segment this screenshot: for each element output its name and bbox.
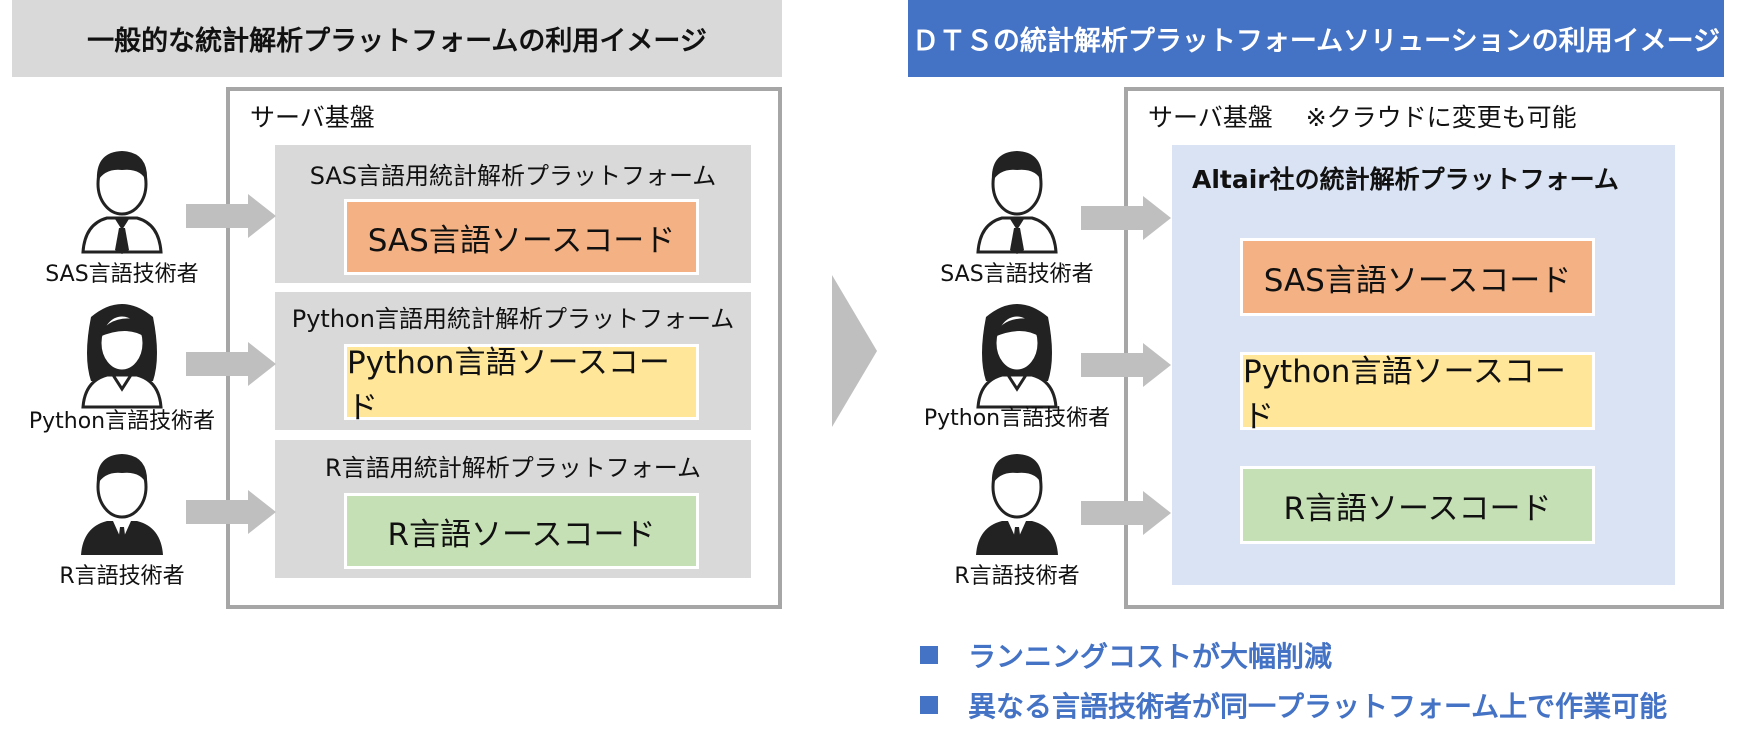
right-code-sas: SAS言語ソースコード <box>1240 238 1595 316</box>
benefit-text: 異なる言語技術者が同一プラットフォーム上で作業可能 <box>968 690 1668 723</box>
right-person-python-label: Python言語技術者 <box>923 406 1111 431</box>
benefit-item: 異なる言語技術者が同一プラットフォーム上で作業可能 <box>920 685 1667 725</box>
left-platform-sas-label: SAS言語用統計解析プラットフォーム <box>309 162 717 190</box>
arrow-right-icon <box>1081 196 1171 240</box>
left-platform-python-label: Python言語用統計解析プラットフォーム <box>291 305 735 333</box>
left-person-r-label: R言語技術者 <box>59 564 185 589</box>
left-code-r: R言語ソースコード <box>344 493 699 569</box>
right-server-label: サーバ基盤 ※クラウドに変更も可能 <box>1148 103 1577 132</box>
benefit-item: ランニングコストが大幅削減 <box>920 635 1332 675</box>
left-code-sas: SAS言語ソースコード <box>344 199 699 275</box>
arrow-right-icon <box>1081 491 1171 535</box>
right-code-r: R言語ソースコード <box>1240 466 1595 544</box>
benefit-text: ランニングコストが大幅削減 <box>968 640 1333 673</box>
arrow-right-icon <box>186 194 276 238</box>
male-engineer-icon <box>976 151 1058 254</box>
suited-engineer-icon <box>81 454 163 555</box>
left-person-sas-label: SAS言語技術者 <box>45 262 199 287</box>
male-engineer-icon <box>81 151 163 254</box>
left-code-python: Python言語ソースコード <box>344 344 699 426</box>
arrow-right-icon <box>1081 343 1171 387</box>
altair-platform-label: Altair社の統計解析プラットフォーム <box>1192 165 1619 194</box>
right-person-r-label: R言語技術者 <box>954 564 1080 589</box>
suited-engineer-icon <box>976 454 1058 555</box>
bullet-square-icon <box>920 696 938 714</box>
arrow-right-icon <box>186 490 276 534</box>
left-title: 一般的な統計解析プラットフォームの利用イメージ <box>12 0 782 77</box>
arrow-right-icon <box>186 342 276 386</box>
left-server-label: サーバ基盤 <box>250 103 375 132</box>
left-person-python-label: Python言語技術者 <box>28 409 216 434</box>
female-engineer-icon <box>976 304 1058 409</box>
bullet-square-icon <box>920 646 938 664</box>
transition-chevron-icon <box>832 275 877 427</box>
right-title: ＤＴＳの統計解析プラットフォームソリューションの利用イメージ <box>908 0 1724 77</box>
right-person-sas-label: SAS言語技術者 <box>940 262 1094 287</box>
female-engineer-icon <box>81 304 163 409</box>
left-platform-r-label: R言語用統計解析プラットフォーム <box>325 454 701 482</box>
right-code-python: Python言語ソースコード <box>1240 352 1595 435</box>
